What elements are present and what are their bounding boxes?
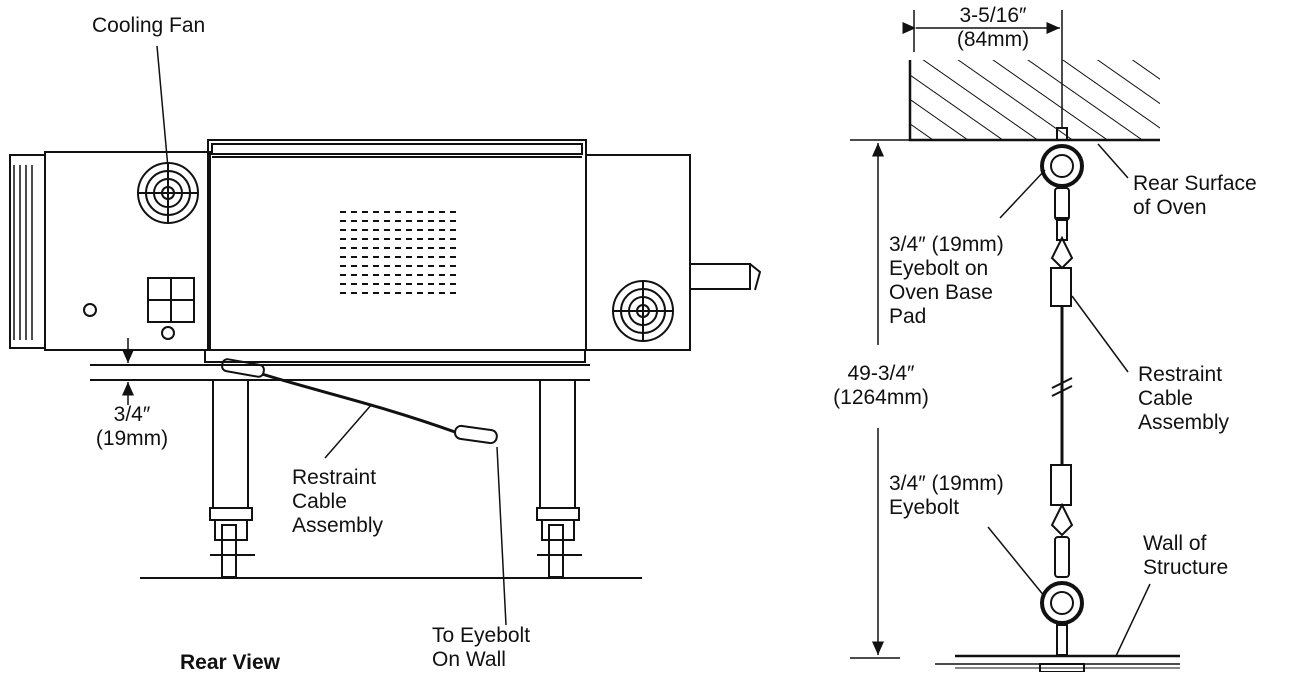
wall-eyebolt-line-1: 3/4″ (19mm) [889,472,1004,495]
oven-eyebolt-line-1: 3/4″ (19mm) [889,233,1004,256]
side-view-drawing [850,10,1180,672]
restraint-cable-side-line-3: Assembly [1138,411,1230,434]
leader-cooling-fan [156,45,169,169]
wall-line-1: Wall of [1143,532,1207,555]
restraint-cable-side-label: Restraint Cable Assembly [1138,363,1229,435]
wall-eyebolt-line-2: Eyebolt [889,496,960,519]
restraint-cable-rear-line-1: Restraint [292,466,377,489]
control-box-vents [13,165,33,340]
rear-surface-line-1: Rear Surface [1133,172,1257,195]
cable-ferrule-bottom [1050,464,1072,506]
rear-surface-line-2: of Oven [1133,196,1207,219]
leader-oven-eyebolt [999,169,1046,219]
oven-eyebolt-line-2: Eyebolt on [889,257,989,280]
height-dimension-imperial: 49-3/4″ [847,362,915,385]
restraint-cable-side-line-2: Cable [1138,387,1193,410]
restraint-cable-rear-line-3: Assembly [292,514,384,537]
vent-grid [340,211,460,294]
wall-line-2: Structure [1143,556,1229,579]
cable-ferrule-top [1050,267,1072,307]
width-dimension-imperial: 3-5/16″ [959,4,1027,27]
to-eyebolt-line-1: To Eyebolt [432,624,531,647]
conveyor-extension [689,263,751,290]
leader-cable-rear [324,403,373,459]
oven-eyebolt-line-4: Pad [889,305,927,328]
gap-dimension-imperial: 3/4″ [113,403,151,426]
left-panel [44,151,211,351]
leader-cable-side [1071,295,1129,373]
oven-body [207,139,587,351]
oven-eyebolt-line-3: Oven Base [889,281,993,304]
restraint-cable-rear-line-2: Cable [292,490,347,513]
leader-wall [1115,583,1151,657]
restraint-cable-side-line-1: Restraint [1138,363,1223,386]
to-eyebolt-line-2: On Wall [432,648,506,671]
gap-dimension-label: 3/4″ (19mm) [72,403,192,451]
gap-dimension-metric: (19mm) [95,427,169,450]
cooling-fan-left [137,162,199,224]
oven-eyebolt-label: 3/4″ (19mm) Eyebolt on Oven Base Pad [889,233,1004,329]
oven-rear-block [910,60,1160,140]
restraint-cable-rear [221,358,498,445]
wall-eyebolt-label: 3/4″ (19mm) Eyebolt [889,472,1004,520]
rear-view-drawing [9,45,762,626]
base-bar [204,349,586,363]
caster-left [209,507,255,578]
wall-of-structure-label: Wall of Structure [1143,532,1228,580]
rear-view-title: Rear View [180,651,281,674]
to-eyebolt-label: To Eyebolt On Wall [432,624,530,672]
eyebolt-top [1040,144,1084,188]
width-dimension-metric: (84mm) [956,28,1030,51]
leader-rear-surface [1097,143,1129,179]
right-panel [585,154,691,351]
leg-left [212,379,249,509]
leg-right [539,379,576,509]
cooling-fan-label: Cooling Fan [92,14,206,37]
control-box [9,154,46,349]
rear-surface-label: Rear Surface of Oven [1133,172,1257,220]
leader-to-eyebolt [496,446,507,626]
height-dimension-metric: (1264mm) [833,386,929,409]
eyebolt-bottom [1040,581,1084,625]
caster-right [536,507,582,578]
restraint-cable-rear-label: Restraint Cable Assembly [292,466,383,538]
access-plate [147,277,195,323]
cooling-fan-right [612,280,674,342]
leader-wall-eyebolt [987,526,1046,598]
width-dimension-label: 3-5/16″ (84mm) [928,4,1058,52]
power-inlet [83,303,97,317]
height-dimension-label: 49-3/4″ (1264mm) [806,362,956,410]
